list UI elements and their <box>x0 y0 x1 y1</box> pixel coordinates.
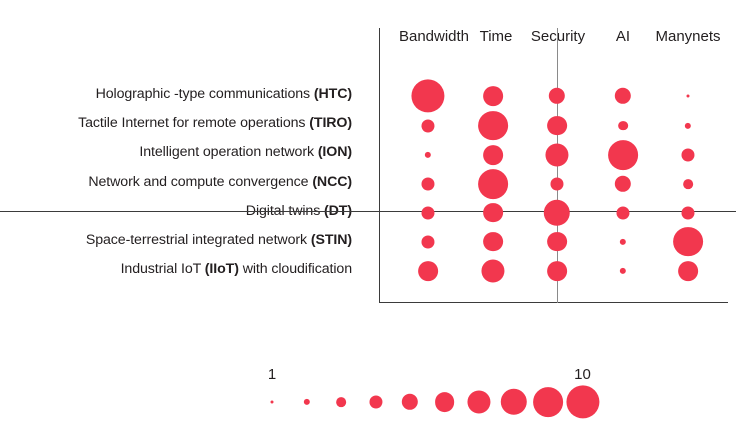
legend-bubble <box>434 392 455 412</box>
bubble <box>483 231 503 252</box>
legend-bubble <box>336 397 346 407</box>
bubble <box>481 259 505 283</box>
bubble <box>424 151 432 159</box>
legend-bubble <box>401 393 419 411</box>
row-label-acronym: (STIN) <box>310 231 352 248</box>
row-label: Industrial IoT (IIoT) with cloudificatio… <box>0 255 366 284</box>
row-label-acronym: (HTC) <box>313 86 352 102</box>
bubble <box>483 202 503 223</box>
bubble <box>614 87 632 105</box>
column-header-bandwidth: Bandwidth <box>398 28 470 45</box>
bubble <box>547 261 567 281</box>
legend-bubble <box>565 385 600 419</box>
bubble <box>545 143 569 167</box>
bubble <box>483 86 503 106</box>
row-label-text: Space-terrestrial integrated network <box>85 231 311 248</box>
column-header-security: Security <box>530 28 586 45</box>
row-label-acronym: (NCC) <box>312 173 352 190</box>
axis-midline-horizontal <box>0 211 736 212</box>
bubble <box>421 118 435 133</box>
row-label: Network and compute convergence (NCC) <box>0 168 366 197</box>
row-label-text: Digital twins <box>245 202 325 219</box>
row-label-acronym: (IIoT) <box>204 261 239 278</box>
legend-bubble <box>270 400 274 404</box>
bubble <box>619 267 627 275</box>
bubble <box>678 261 698 281</box>
row-label: Digital twins (DT) <box>0 197 366 226</box>
row-label: Tactile Internet for remote operations (… <box>0 109 366 138</box>
column-header-time: Time <box>479 28 513 45</box>
column-header-list: Bandwidth Time Security AI Manynets <box>379 28 736 52</box>
column-header-manynets: Manynets <box>655 28 721 45</box>
bubble <box>548 87 566 105</box>
legend-tick-min: 1 <box>267 366 277 383</box>
axis-bottom-line <box>379 302 728 303</box>
row-label-text: Holographic -type communications <box>95 86 314 102</box>
bubble <box>673 226 703 257</box>
row-label-text: Tactile Internet for remote operations <box>78 115 310 132</box>
legend-bubble <box>533 387 563 417</box>
legend-bubble <box>303 398 310 406</box>
bubble <box>681 148 695 162</box>
plot-area <box>0 28 736 303</box>
column-header-ai: AI <box>615 28 631 45</box>
bubble <box>421 234 435 249</box>
row-label: Holographic -type communications (HTC) <box>0 80 366 109</box>
bubble <box>478 169 508 199</box>
legend-tick-max: 10 <box>574 366 591 383</box>
bubble <box>421 205 435 220</box>
row-label-list: Holographic -type communications (HTC)Ta… <box>0 80 366 284</box>
axis-left-line <box>379 28 380 303</box>
bubble <box>616 205 630 220</box>
bubble <box>618 120 628 131</box>
bubble <box>418 261 438 281</box>
bubble <box>550 177 564 191</box>
row-label-acronym: (DT) <box>324 202 352 219</box>
row-label-text: Industrial IoT <box>120 261 205 278</box>
row-label: Space-terrestrial integrated network (ST… <box>0 226 366 255</box>
bubble <box>543 199 571 226</box>
row-label-text: Intelligent operation network <box>139 144 318 161</box>
bubble <box>483 145 503 165</box>
bubble <box>684 122 692 129</box>
legend-bubble <box>368 395 383 409</box>
bubble <box>547 231 567 252</box>
bubble <box>614 175 632 193</box>
bubble <box>619 238 627 245</box>
row-label: Intelligent operation network (ION) <box>0 138 366 167</box>
bubble <box>608 140 638 170</box>
row-label-acronym: (TIRO) <box>309 115 352 132</box>
bubble <box>683 179 693 189</box>
row-label-acronym: (ION) <box>317 144 352 161</box>
bubble <box>478 110 508 141</box>
bubble <box>411 79 445 113</box>
bubble <box>686 94 690 98</box>
row-label-text: Network and compute convergence <box>88 173 313 190</box>
bubble <box>421 177 435 191</box>
bubble <box>547 115 567 136</box>
legend-bubble <box>467 390 491 414</box>
row-label-suffix: with cloudification <box>238 261 352 278</box>
bubble <box>681 205 695 220</box>
legend-bubble <box>500 388 527 416</box>
